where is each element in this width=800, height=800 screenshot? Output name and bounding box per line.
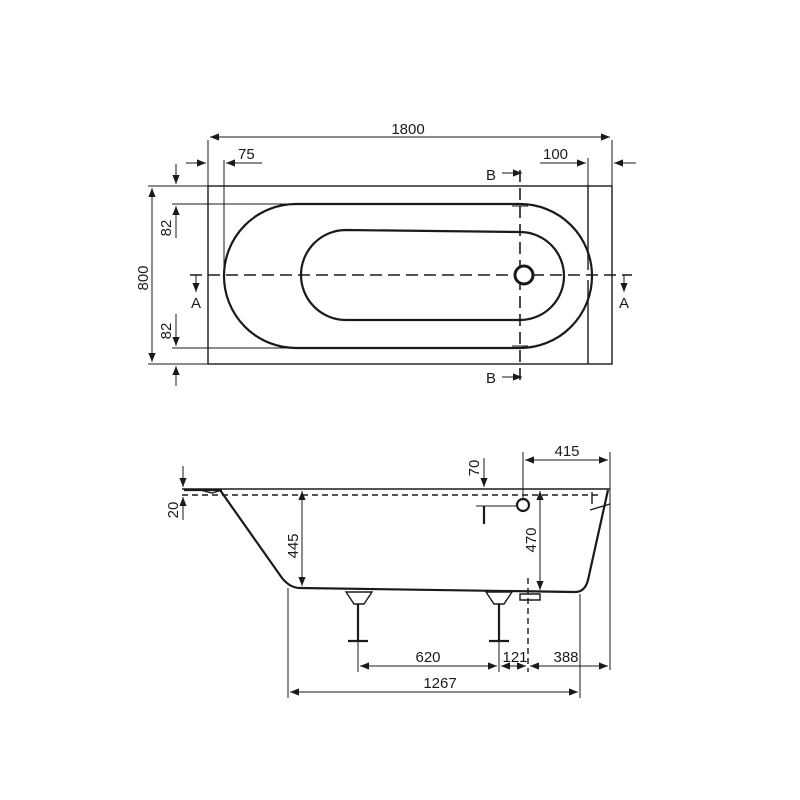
drain-fitting: [519, 593, 541, 601]
drain-icon: [513, 264, 535, 286]
dim-overflow-drop: 70: [466, 460, 483, 477]
dim-outer-depth: 470: [523, 527, 540, 552]
dim-base-length: 1267: [423, 675, 456, 692]
section-label-b-bottom: B: [486, 370, 496, 387]
section-label-a-left: A: [191, 295, 201, 312]
dim-rim-thickness: 20: [165, 502, 182, 519]
top-view: 1800 75 100 800 82 82 A A B: [135, 121, 636, 387]
overflow-icon: [515, 497, 531, 513]
leg-right: [484, 591, 514, 643]
dim-overall-length: 1800: [391, 121, 424, 138]
dim-overall-width: 800: [135, 265, 152, 290]
dim-leg-to-drain: 121: [502, 649, 527, 666]
leg-left: [344, 591, 374, 643]
section-label-b-top: B: [486, 167, 496, 184]
dim-leg-spacing: 620: [415, 649, 440, 666]
tub-back-inner: [195, 488, 223, 494]
dim-right-offset: 100: [543, 146, 568, 163]
dim-inner-depth: 445: [285, 533, 302, 558]
tub-body-profile: [184, 488, 610, 594]
dim-drain-offset: 415: [554, 443, 579, 460]
dim-drain-to-end: 388: [553, 649, 578, 666]
dim-rim-top: 82: [158, 220, 175, 237]
side-view: 20 445 70 415 470 620 121 388 1267: [165, 443, 611, 698]
section-label-a-right: A: [619, 295, 629, 312]
tub-end-detail: [589, 503, 611, 511]
dim-rim-bottom: 82: [158, 323, 175, 340]
dim-left-offset: 75: [238, 146, 255, 163]
tub-bowl-outline: [222, 202, 594, 350]
